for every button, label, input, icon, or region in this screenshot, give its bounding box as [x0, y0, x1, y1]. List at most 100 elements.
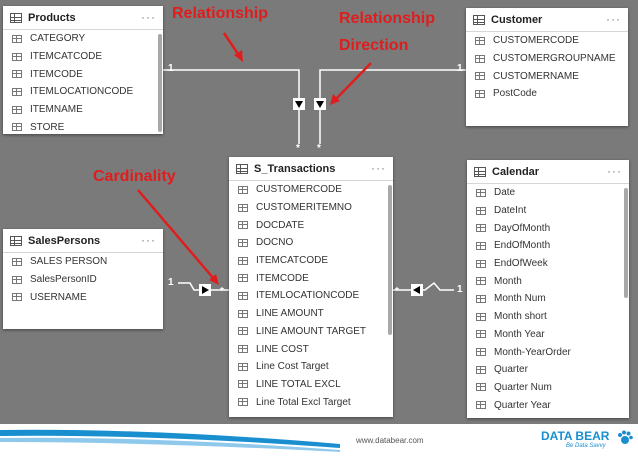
table-s-transactions[interactable]: S_Transactions ··· CUSTOMERCODE CUSTOMERIT… [229, 157, 393, 417]
column-row[interactable]: Date [467, 184, 629, 202]
column-icon [475, 89, 485, 98]
more-options-icon[interactable]: ··· [141, 10, 156, 24]
column-row[interactable]: CUSTOMERNAME [466, 67, 628, 85]
column-row[interactable]: CUSTOMERGROUPNAME [466, 50, 628, 68]
column-row[interactable]: Month short [467, 308, 629, 326]
more-options-icon[interactable]: ··· [371, 161, 386, 175]
relationship-calendar-transactions [393, 281, 454, 291]
table-header[interactable]: S_Transactions ··· [229, 157, 393, 181]
column-icon [476, 294, 486, 303]
column-name: ITEMCATCODE [30, 51, 103, 63]
column-row[interactable]: ITEMCATCODE [229, 252, 393, 270]
column-icon [12, 275, 22, 284]
column-name: LINE TOTAL EXCL [256, 378, 341, 390]
column-row[interactable]: SALES PERSON [3, 253, 163, 271]
column-row[interactable]: Month Num [467, 290, 629, 308]
column-row[interactable]: LINE COST [229, 340, 393, 358]
column-row[interactable]: ITEMNAME [3, 101, 163, 119]
column-name: Quarter Year [494, 399, 551, 411]
column-row[interactable]: Month-YearOrder [467, 343, 629, 361]
column-icon [238, 238, 248, 247]
table-header[interactable]: Customer ··· [466, 8, 628, 32]
column-row[interactable]: DateInt [467, 202, 629, 220]
cardinality-many-products: * [296, 143, 300, 154]
column-row[interactable]: DOCDATE [229, 216, 393, 234]
column-row[interactable]: Quarter Num [467, 379, 629, 397]
column-icon [476, 401, 486, 410]
column-name: CUSTOMERITEMNO [256, 202, 352, 214]
column-icon [476, 312, 486, 321]
relationship-products-transactions [163, 69, 300, 144]
column-icon [238, 256, 248, 265]
more-options-icon[interactable]: ··· [606, 12, 621, 26]
column-row[interactable]: ITEMLOCATIONCODE [229, 287, 393, 305]
cardinality-many-salespersons: * [220, 286, 224, 297]
column-name: CUSTOMERNAME [493, 70, 579, 82]
column-row[interactable]: PostCode [466, 85, 628, 103]
column-row[interactable]: LINE TOTAL EXCL [229, 376, 393, 394]
column-name: LINE AMOUNT TARGET [256, 325, 367, 337]
column-name: Month-YearOrder [494, 346, 571, 358]
column-row[interactable]: Quarter [467, 361, 629, 379]
column-row[interactable]: EndOfWeek [467, 255, 629, 273]
column-row[interactable]: Month Year [467, 326, 629, 344]
column-row[interactable]: LINE AMOUNT [229, 305, 393, 323]
table-salespersons[interactable]: SalesPersons··· SALES PERSON SalesPersonI… [3, 229, 163, 329]
column-row[interactable]: CUSTOMERCODE [466, 32, 628, 50]
column-row[interactable]: DayOfMonth [467, 219, 629, 237]
column-row[interactable]: Line Cost Target [229, 358, 393, 376]
column-name: Month Num [494, 293, 546, 305]
column-icon [238, 345, 248, 354]
column-name: STORE [30, 121, 65, 133]
table-title: S_Transactions [254, 162, 336, 175]
column-row[interactable]: ITEMLOCATIONCODE [3, 83, 163, 101]
diagram-canvas: 1 * 1 * 1 * * 1 Relationship Relationshi… [0, 0, 638, 424]
column-row[interactable]: CATEGORY [3, 30, 163, 48]
cardinality-one-products: 1 [168, 63, 174, 74]
column-icon [238, 380, 248, 389]
column-row[interactable]: Quarter Year [467, 396, 629, 414]
table-title: Customer [491, 13, 543, 26]
column-name: SalesPersonID [30, 274, 97, 286]
column-row[interactable]: LINE AMOUNT TARGET [229, 323, 393, 341]
column-icon [476, 188, 486, 197]
column-icon [12, 123, 22, 132]
column-row[interactable]: USERNAME [3, 288, 163, 306]
scrollbar[interactable] [388, 185, 392, 335]
more-options-icon[interactable]: ··· [141, 233, 156, 247]
column-name: CATEGORY [30, 33, 86, 45]
column-row[interactable]: STORE [3, 118, 163, 133]
scrollbar[interactable] [624, 188, 628, 298]
column-name: LINE COST [256, 343, 309, 355]
cardinality-many-customer: * [317, 143, 321, 154]
annotation-direction-line1: Relationship [339, 10, 436, 27]
column-name: Quarter [494, 364, 528, 376]
bear-paw-icon [618, 430, 633, 444]
column-row[interactable]: Line Total Excl Target [229, 393, 393, 411]
column-row[interactable]: ITEMCODE [3, 65, 163, 83]
website-url[interactable]: www.databear.com [356, 436, 424, 445]
table-header[interactable]: Products··· [3, 6, 163, 30]
column-row[interactable]: ITEMCODE [229, 269, 393, 287]
column-name: ITEMNAME [30, 104, 83, 116]
brand-name: DATA BEAR [541, 429, 610, 443]
table-header[interactable]: Calendar··· [467, 160, 629, 184]
column-row[interactable]: Month [467, 272, 629, 290]
column-row[interactable]: EndOfMonth [467, 237, 629, 255]
column-icon [476, 224, 486, 233]
column-row[interactable]: ITEMCATCODE [3, 48, 163, 66]
column-icon [12, 257, 22, 266]
column-row[interactable]: DOCNO [229, 234, 393, 252]
column-row[interactable]: CUSTOMERCODE [229, 181, 393, 199]
column-row[interactable]: CUSTOMERITEMNO [229, 199, 393, 217]
column-row[interactable]: SalesPersonID [3, 271, 163, 289]
table-header[interactable]: SalesPersons··· [3, 229, 163, 253]
column-name: CUSTOMERCODE [256, 184, 342, 196]
column-icon [12, 105, 22, 114]
more-options-icon[interactable]: ··· [607, 164, 622, 178]
column-name: ITEMCODE [256, 272, 309, 284]
scrollbar[interactable] [158, 34, 162, 132]
